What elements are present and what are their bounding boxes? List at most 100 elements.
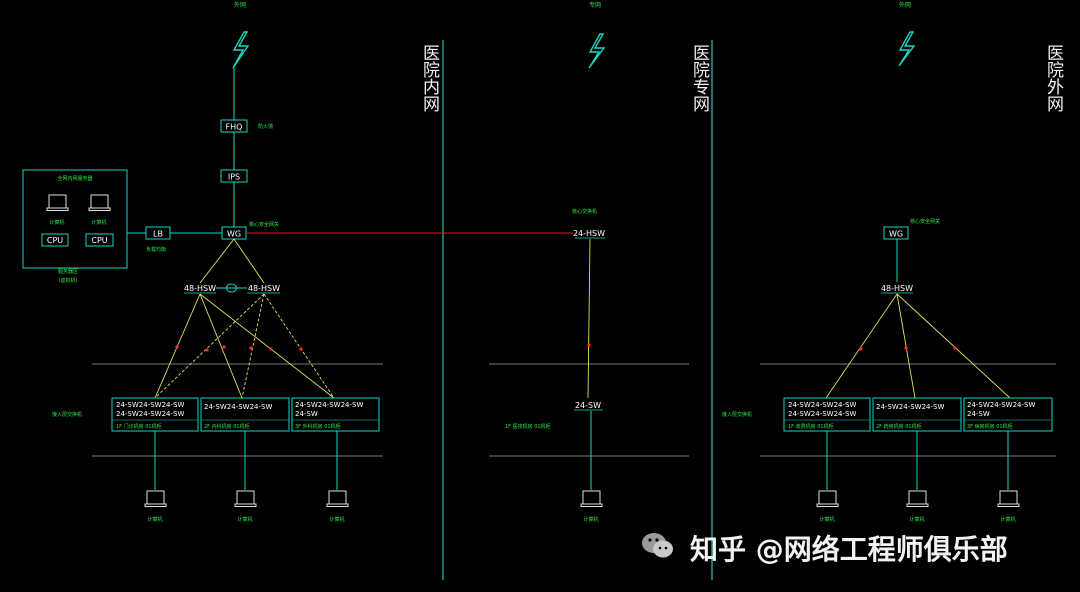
- wg-label-outer: WG: [889, 230, 903, 239]
- access-label-outer: 接入层交换机: [722, 411, 752, 418]
- private-core-label: 24-HSW: [573, 229, 605, 238]
- watermark-text: 知乎 @网络工程师俱乐部: [690, 533, 1008, 566]
- computer-icon: [999, 490, 1018, 505]
- svg-text:24-SW24-SW24-SW: 24-SW24-SW24-SW: [116, 401, 184, 409]
- private-access-label: 24-SW: [575, 401, 601, 410]
- svg-text:24-SW24-SW24-SW: 24-SW24-SW24-SW: [788, 401, 856, 409]
- zone-title-outer: 医院外网: [1043, 44, 1063, 112]
- stack-ring-icon: [226, 283, 237, 293]
- floor-lines: [92, 363, 1056, 457]
- outer-hsw-label: 48-HSW: [881, 284, 913, 293]
- link-marker-private: [587, 343, 591, 347]
- server-pc-label-2: 计算机: [91, 219, 106, 226]
- wechat-logo-icon: [642, 533, 673, 558]
- terminal-outer-1: 计算机: [816, 490, 839, 523]
- terminal-inner-2: 计算机: [234, 490, 257, 523]
- svg-text:24-SW24-SW24-SW: 24-SW24-SW24-SW: [788, 410, 856, 418]
- server-pc-1: 计算机 CPU: [41, 194, 69, 247]
- wg-label-inner: WG: [227, 230, 241, 239]
- lightning-icon-outer: [898, 31, 916, 67]
- zone-title-inner: 医院内网: [419, 44, 439, 112]
- svg-text:2F 药房机房 01机柜: 2F 药房机房 01机柜: [876, 423, 922, 430]
- server-group-title: 全网内网服务器: [57, 175, 92, 182]
- terminal-outer-3: 计算机: [997, 490, 1020, 523]
- computer-icon: [146, 490, 165, 505]
- ips-label: IPS: [228, 173, 240, 182]
- outer-wg-note: 核心安全网关: [910, 218, 940, 225]
- terminal-links-inner: [154, 431, 338, 490]
- top-label-private: 专网: [589, 1, 601, 9]
- server-pc-label-1: 计算机: [49, 219, 64, 226]
- monitor-icon: [90, 194, 109, 209]
- svg-text:24-SW: 24-SW: [967, 410, 990, 418]
- svg-text:3F 病房机房 01机柜: 3F 病房机房 01机柜: [967, 423, 1013, 430]
- lightning-icon-inner: [232, 31, 250, 69]
- wg-hsw-links: [199, 238, 265, 284]
- svg-text:24-SW24-SW24-SW: 24-SW24-SW24-SW: [204, 403, 272, 411]
- svg-text:计算机: 计算机: [237, 516, 252, 523]
- computer-icon: [908, 490, 927, 505]
- private-access-note: 1F 医技机房 01机柜: [505, 423, 551, 430]
- terminal-outer-2: 计算机: [906, 490, 929, 523]
- private-core-note: 核心交换机: [572, 208, 597, 215]
- server-group-note1: 服务器区: [58, 268, 78, 275]
- access-box-inner-3: 24-SW24-SW24-SW 24-SW 3F 外科机房 01机柜: [291, 397, 380, 432]
- svg-text:计算机: 计算机: [147, 516, 162, 523]
- core-access-links-outer: [825, 293, 1011, 399]
- zone-title-private: 医院专网: [689, 44, 709, 112]
- fhq-node: [220, 119, 248, 133]
- server-group-note2: （虚拟机）: [55, 277, 80, 284]
- wg-note-inner: 核心安全网关: [249, 221, 279, 228]
- cpu-box-1: [41, 233, 69, 247]
- svg-text:2F 内科机房 01机柜: 2F 内科机房 01机柜: [204, 423, 250, 430]
- access-box-outer-2: 24-SW24-SW24-SW 2F 药房机房 01机柜: [872, 397, 962, 432]
- svg-text:24-SW: 24-SW: [295, 410, 318, 418]
- lb-label: LB: [153, 230, 163, 239]
- svg-text:1F 门诊机房 01机柜: 1F 门诊机房 01机柜: [116, 423, 162, 430]
- cpu-label-2: CPU: [91, 236, 107, 245]
- terminal-private: 计算机: [580, 490, 603, 523]
- terminal-links-outer: [826, 431, 1009, 490]
- link-markers-outer: [859, 346, 957, 351]
- computer-icon: [236, 490, 255, 505]
- hsw-left-label: 48-HSW: [184, 284, 216, 293]
- fhq-note: 防火墙: [258, 123, 273, 130]
- computer-icon: [818, 490, 837, 505]
- top-label-inner: 外网: [234, 1, 246, 9]
- terminal-inner-1: 计算机: [144, 490, 167, 523]
- svg-text:计算机: 计算机: [1000, 516, 1015, 523]
- top-label-outer: 外网: [899, 1, 911, 9]
- svg-text:3F 外科机房 01机柜: 3F 外科机房 01机柜: [295, 423, 341, 430]
- cpu-box-2: [85, 233, 114, 247]
- access-label-inner: 接入层交换机: [52, 411, 82, 418]
- server-group-box: [22, 169, 128, 269]
- access-box-outer-3: 24-SW24-SW24-SW 24-SW 3F 病房机房 01机柜: [963, 397, 1053, 432]
- svg-text:计算机: 计算机: [819, 516, 834, 523]
- lightning-icon-private: [588, 33, 606, 69]
- hsw-right-label: 48-HSW: [248, 284, 280, 293]
- svg-text:24-SW24-SW24-SW: 24-SW24-SW24-SW: [295, 401, 363, 409]
- computer-icon: [582, 490, 601, 505]
- svg-text:计算机: 计算机: [329, 516, 344, 523]
- access-box-inner-1: 24-SW24-SW24-SW 24-SW24-SW24-SW 1F 门诊机房 …: [111, 397, 199, 432]
- terminal-inner-3: 计算机: [326, 490, 349, 523]
- monitor-icon: [48, 194, 67, 209]
- private-core-access-link: [587, 238, 591, 399]
- svg-text:1F 收费机房 01机柜: 1F 收费机房 01机柜: [788, 423, 834, 430]
- wg-node-outer: [883, 226, 909, 240]
- core-access-links-inner: [154, 293, 335, 399]
- access-box-inner-2: 24-SW24-SW24-SW 2F 内科机房 01机柜: [200, 397, 290, 432]
- server-pc-2: 计算机 CPU: [85, 194, 114, 247]
- computer-icon: [328, 490, 347, 505]
- cpu-label-1: CPU: [47, 236, 63, 245]
- svg-text:24-SW24-SW24-SW: 24-SW24-SW24-SW: [876, 403, 944, 411]
- ips-node: [220, 169, 248, 183]
- fhq-label: FHQ: [226, 123, 243, 132]
- svg-text:24-SW24-SW24-SW: 24-SW24-SW24-SW: [967, 401, 1035, 409]
- svg-text:计算机: 计算机: [909, 516, 924, 523]
- lb-note: 负载均衡: [146, 246, 166, 253]
- svg-text:计算机: 计算机: [583, 516, 598, 523]
- link-markers-inner: [175, 345, 303, 352]
- svg-text:24-SW24-SW24-SW: 24-SW24-SW24-SW: [116, 410, 184, 418]
